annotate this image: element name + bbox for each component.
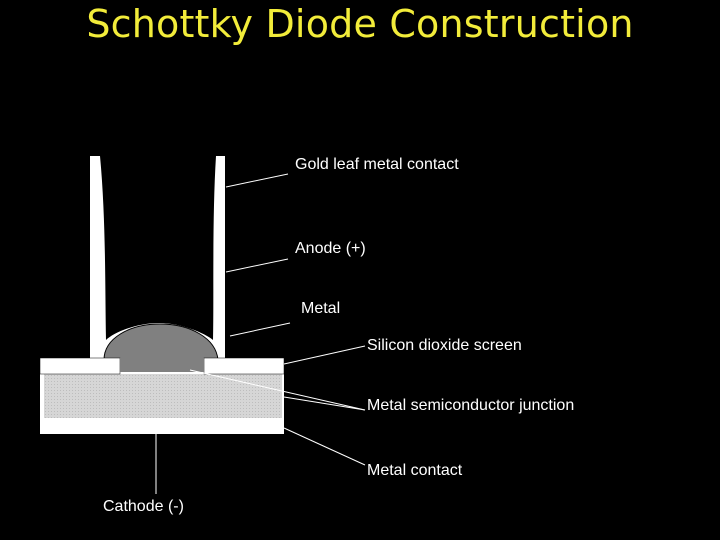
junction-window [120, 358, 204, 372]
semiconductor-substrate [39, 357, 285, 434]
label-anode: Anode (+) [295, 240, 366, 257]
leader-junction-b [283, 396, 366, 411]
gold-leaf-cavity [100, 156, 216, 340]
label-sio2: Silicon dioxide screen [367, 337, 522, 354]
leader-gold-leaf [225, 173, 289, 188]
label-metal-contact: Metal contact [367, 462, 463, 479]
leader-junction-a [189, 369, 366, 411]
sio2-right [203, 357, 285, 375]
label-gold-leaf: Gold leaf metal contact [295, 156, 459, 173]
leader-lines [189, 173, 366, 466]
leader-metal [229, 322, 291, 337]
label-junction: Metal semiconductor junction [367, 397, 575, 414]
substrate-dotted [44, 374, 282, 418]
label-cathode: Cathode (-) [103, 498, 184, 515]
slide-title: Schottky Diode Construction [86, 2, 634, 46]
label-metal: Metal [301, 300, 341, 317]
leader-metal-contact [283, 427, 366, 466]
leader-anode [225, 258, 289, 273]
gold-leaf-contact [90, 156, 225, 360]
leader-sio2 [283, 345, 366, 365]
sio2-left [39, 357, 121, 375]
